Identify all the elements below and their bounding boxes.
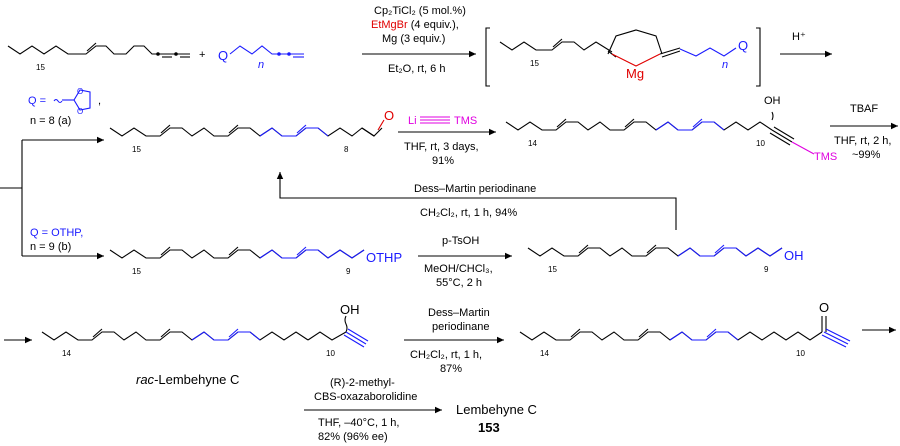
tbaf-step: TBAF THF, rt, 2 h, ~99% [830,103,898,161]
dmp2-line3: CH₂Cl₂, rt, 1 h, [410,349,482,361]
reactant-q-allene: Q n [218,45,304,71]
ketone-compound: O 14 10 [519,300,851,358]
thp-sub15: 15 [132,267,141,276]
step1-line4: Et₂O, rt, 6 h [388,63,445,75]
ald-o: O [384,108,394,123]
tms-sub14: 14 [528,139,537,148]
dmp2-line4: 87% [440,363,462,375]
thp-ether-compound: OTHP 15 9 [109,246,402,276]
h-plus: H⁺ [792,31,806,43]
branch-lines [0,136,104,260]
mg-label: Mg [626,66,644,81]
tsoh-line2: MeOH/CHCl₃, [424,263,493,275]
rac-name: rac-Lembehyne C [136,372,239,387]
tms-label: TMS [454,115,477,127]
tms-oh: OH [764,95,781,107]
tbaf-line2: THF, rt, 2 h, [834,135,891,147]
cbs-line4: 82% (96% ee) [318,431,388,443]
ald-sub15: 15 [132,145,141,154]
tms-alkynol-compound: OH TMS 14 10 [505,95,837,163]
n-label: n [258,59,264,71]
alc-sub9: 9 [764,265,769,274]
ket-sub10: 10 [796,349,805,358]
tms-group: TMS [814,151,837,163]
acid-arrow: H⁺ [780,31,832,58]
aldehyde-compound: O 15 8 [109,108,394,154]
li-label: Li [408,115,417,127]
li-cond2: 91% [432,155,454,167]
ald-sub8: 8 [344,145,349,154]
int-sub15: 15 [530,59,539,68]
rac-sub14: 14 [62,349,71,358]
dmp-loop-arrow: Dess–Martin periodinane CH₂Cl₂, rt, 1 h,… [276,172,677,230]
tsoh-line1: p-TsOH [442,235,479,247]
dioxolane-group: O O [53,87,91,116]
thp-othp: OTHP [366,250,402,265]
ket-sub14: 14 [540,349,549,358]
q-label: Q [218,48,228,63]
qb-label: Q = OTHP, [30,227,83,239]
qa-comma: , [98,95,101,107]
rac-oh: OH [340,302,360,317]
step1-line3: Mg (3 equiv.) [382,33,445,45]
qb-n: n = 9 (b) [30,241,71,253]
tbaf-line1: TBAF [850,103,878,115]
tsoh-step: p-TsOH MeOH/CHCl₃, 55°C, 2 h [418,235,512,289]
tms-sub10: 10 [756,139,765,148]
dmp2-line1: Dess–Martin [428,307,490,319]
alcohol-compound: OH 15 9 [527,244,804,274]
step1-arrow: Cp₂TiCl₂ (5 mol.%) EtMgBr (4 equiv.), Mg… [362,5,476,75]
step1-line1: Cp₂TiCl₂ (5 mol.%) [374,5,466,17]
plus-sign: + [199,49,205,61]
product-name: Lembehyne C [456,402,537,417]
dmp-step2: Dess–Martin periodinane CH₂Cl₂, rt, 1 h,… [404,307,504,375]
li-cond1: THF, rt, 3 days, [404,141,479,153]
subscript-15: 15 [36,63,45,72]
step1-line2: EtMgBr (4 equiv.), [371,19,459,31]
thp-sub9: 9 [346,267,351,276]
cbs-step: (R)-2-methyl- CBS-oxazaborolidine THF, –… [304,377,442,443]
q-definition-b: Q = OTHP, n = 9 (b) [30,227,83,253]
svg-text:O: O [77,107,83,116]
cbs-line1: (R)-2-methyl- [330,377,395,389]
qa-label: Q = [28,95,46,107]
dmp-loop-line1: Dess–Martin periodinane [414,183,536,195]
rac-lembehyne-compound: OH 14 10 rac-Lembehyne C [41,302,369,387]
int-q: Q [738,38,748,53]
rac-sub10: 10 [326,349,335,358]
lithium-acetylide-step: Li TMS THF, rt, 3 days, 91% [398,115,496,167]
cbs-line3: THF, –40°C, 1 h, [318,417,399,429]
svg-text:O: O [77,87,83,96]
int-n: n [722,59,728,71]
tbaf-line3: ~99% [852,149,881,161]
ket-o: O [819,300,829,315]
alc-sub15: 15 [548,265,557,274]
q-definition-a: Q = O O , n = 8 (a) [28,87,101,127]
magnesacycle-intermediate: 15 Mg n Q [485,27,761,87]
tsoh-line3: 55°C, 2 h [436,277,482,289]
cbs-line2: CBS-oxazaborolidine [314,391,417,403]
qa-n: n = 8 (a) [30,115,71,127]
dmp2-line2: periodinane [432,321,490,333]
dmp-loop-line2: CH₂Cl₂, rt, 1 h, 94% [420,207,517,219]
reactant-allene: 15 [7,42,190,72]
product-number: 153 [478,420,500,435]
alc-oh: OH [784,248,804,263]
